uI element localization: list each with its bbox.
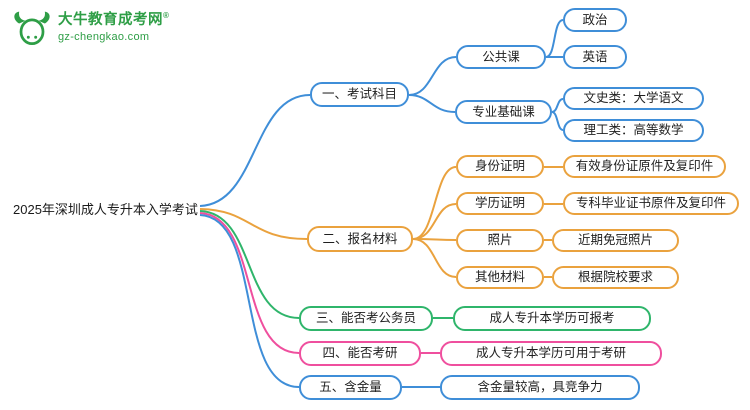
node-postgraduate-desc: 成人专升本学历可用于考研 xyxy=(440,341,662,366)
node-identity-proof: 身份证明 xyxy=(456,155,544,178)
node-photo-desc: 近期免冠照片 xyxy=(552,229,679,252)
node-exam-subjects: 一、考试科目 xyxy=(310,82,409,107)
node-civil-servant-desc: 成人专升本学历可报考 xyxy=(453,306,651,331)
node-liberal-arts-chinese: 文史类：大学语文 xyxy=(563,87,704,110)
node-politics: 政治 xyxy=(563,8,627,32)
registered-mark: ® xyxy=(163,11,170,21)
node-application-materials: 二、报名材料 xyxy=(307,226,413,252)
bull-logo-icon xyxy=(14,11,50,46)
node-photo: 照片 xyxy=(456,229,544,252)
node-public-courses: 公共课 xyxy=(456,45,546,69)
node-postgraduate-eligibility: 四、能否考研 xyxy=(299,341,421,366)
node-other-materials: 其他材料 xyxy=(456,266,544,289)
node-english: 英语 xyxy=(563,45,627,69)
node-civil-servant-eligibility: 三、能否考公务员 xyxy=(299,306,433,331)
node-education-proof: 学历证明 xyxy=(456,192,544,215)
node-value-desc: 含金量较高，具竞争力 xyxy=(440,375,640,400)
logo-domain: gz-chengkao.com xyxy=(58,31,150,43)
mindmap-root: 2025年深圳成人专升本入学考试 xyxy=(13,202,198,217)
node-education-proof-desc: 专科毕业证书原件及复印件 xyxy=(563,192,739,215)
node-science-math: 理工类：高等数学 xyxy=(563,119,704,142)
node-value: 五、含金量 xyxy=(299,375,402,400)
logo-title: 大牛教育成考网® xyxy=(58,11,170,28)
site-logo: 大牛教育成考网® gz-chengkao.com xyxy=(10,8,169,50)
node-major-basic-courses: 专业基础课 xyxy=(455,100,552,124)
node-other-materials-desc: 根据院校要求 xyxy=(552,266,679,289)
node-identity-proof-desc: 有效身份证原件及复印件 xyxy=(563,155,726,178)
